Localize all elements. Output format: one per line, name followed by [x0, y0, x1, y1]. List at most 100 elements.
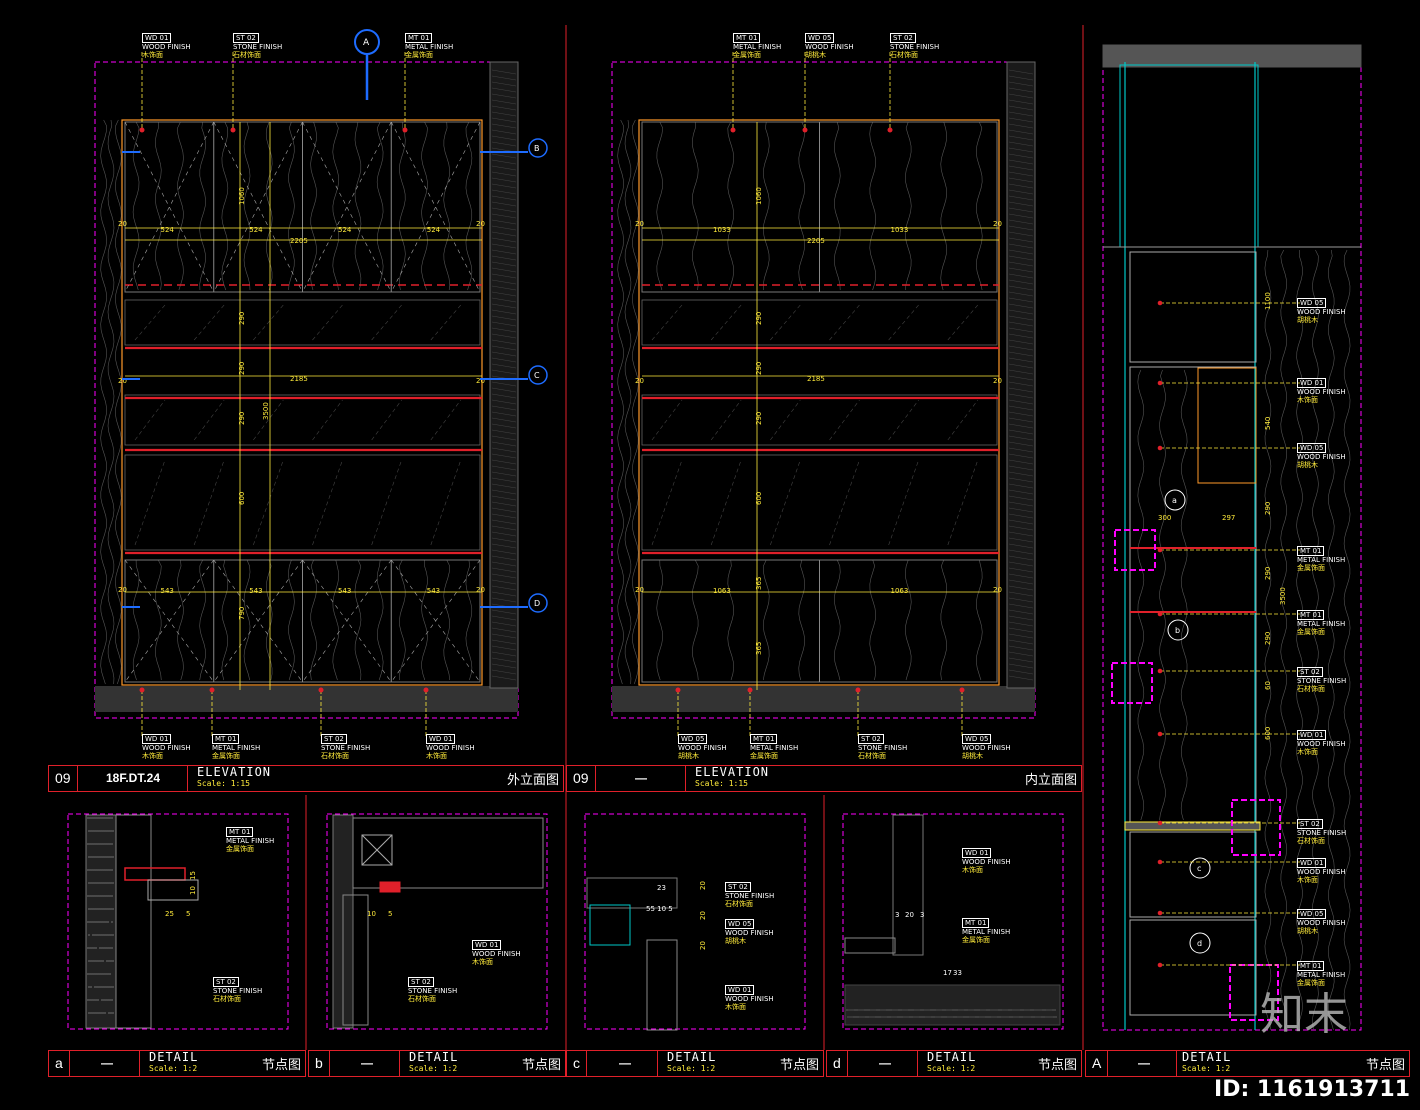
sheet-id: 09	[567, 766, 596, 791]
concrete-dot	[1036, 1009, 1038, 1011]
dim-text: 20	[993, 220, 1002, 228]
wood-panel	[342, 894, 369, 1026]
wall-hatch	[1008, 207, 1034, 213]
wall-hatch	[491, 573, 517, 579]
concrete-dot	[87, 947, 89, 949]
wall-hatch	[491, 345, 517, 351]
sheet-title-cn: 节点图	[1037, 1058, 1077, 1073]
detail-callout	[1167, 619, 1189, 641]
tag-name: METAL FINISH	[226, 837, 275, 845]
sheet-title-cn: 节点图	[779, 1058, 819, 1073]
concrete-dot	[997, 1016, 999, 1018]
tag-name: STONE FINISH	[890, 43, 940, 51]
concrete-dot	[111, 921, 113, 923]
tag-code: WD 01	[1297, 730, 1327, 740]
wall-hatch	[1008, 321, 1034, 327]
concrete-dot	[984, 1009, 986, 1011]
dim-text: 1060	[755, 187, 763, 205]
wall-hatch	[1008, 225, 1034, 231]
wall-hatch	[491, 591, 517, 597]
sheet-title-cn: 节点图	[1365, 1058, 1405, 1073]
wall-hatch	[1008, 627, 1034, 633]
concrete-dot	[95, 895, 97, 897]
wall-hatch	[1008, 411, 1034, 417]
concrete-dot	[97, 843, 99, 845]
tag-code: MT 01	[405, 33, 433, 43]
concrete-dot	[944, 1009, 946, 1011]
detail-boundary	[1114, 529, 1156, 571]
sheet-scale: Scale: 1:2	[927, 1064, 976, 1073]
concrete-dot	[994, 1009, 996, 1011]
concrete-dot	[884, 1009, 886, 1011]
wall-hatch	[1008, 219, 1034, 225]
concrete-dot	[94, 908, 96, 910]
door-swing	[213, 559, 303, 683]
concrete-dot	[1011, 1016, 1013, 1018]
concrete-dot	[101, 895, 103, 897]
concrete-dot	[981, 1016, 983, 1018]
timber-cross	[361, 834, 393, 866]
concrete-dot	[87, 843, 89, 845]
tag-name: STONE FINISH	[321, 744, 371, 752]
wall-hatch	[1008, 105, 1034, 111]
wall-hatch	[1008, 333, 1034, 339]
concrete-dot	[920, 1009, 922, 1011]
dim-text: 1033	[713, 226, 731, 234]
tag-zh: 石材饰面	[1297, 685, 1325, 693]
tag-zh: 金属饰面	[733, 51, 761, 59]
concrete-dot	[966, 1009, 968, 1011]
wall-hatch	[491, 261, 517, 267]
concrete-dot	[90, 856, 92, 858]
concrete-dot	[1046, 1009, 1048, 1011]
sheet-scale: Scale: 1:2	[667, 1064, 716, 1073]
wood-grain-line	[155, 559, 162, 681]
dim-text: 290	[755, 362, 763, 375]
wall-hatch	[1008, 609, 1034, 615]
concrete-dot	[992, 1009, 994, 1011]
sheet-title: DETAIL	[667, 1050, 717, 1064]
concrete-dot	[111, 999, 113, 1001]
concrete-dot	[111, 843, 113, 845]
wood-grain-line	[199, 121, 206, 291]
concrete-dot	[854, 1009, 856, 1011]
concrete-dot	[110, 1012, 112, 1014]
concrete-dot	[94, 830, 96, 832]
concrete-dot	[90, 830, 92, 832]
wood-grain-line	[288, 559, 295, 681]
sheet-title: DETAIL	[927, 1050, 977, 1064]
concrete-dot	[107, 817, 109, 819]
concrete-dot	[98, 960, 100, 962]
dim-text: 55 10 5	[646, 905, 673, 913]
tag-zh: 木饰面	[426, 752, 447, 760]
stone-edge	[844, 937, 896, 954]
wall-hatch	[1008, 75, 1034, 81]
dim-text: 543	[427, 587, 440, 595]
tag-code: WD 05	[1297, 298, 1327, 308]
wall-hatch	[491, 561, 517, 567]
dim-text: 365	[755, 577, 763, 590]
concrete-dot	[96, 882, 98, 884]
stone-vein	[193, 399, 225, 441]
concrete-dot	[972, 1009, 974, 1011]
wall-hatch	[1008, 573, 1034, 579]
stone-vein	[430, 304, 462, 341]
concrete-dot	[937, 1016, 939, 1018]
leader-dot	[675, 687, 681, 693]
concrete-dot	[92, 830, 94, 832]
dim-text: 290	[755, 412, 763, 425]
concrete-dot	[110, 882, 112, 884]
wall-hatch	[1008, 633, 1034, 639]
wall-hatch	[491, 177, 517, 183]
wood-grain-line	[399, 121, 406, 291]
section-marker	[528, 365, 548, 385]
stone-vein	[710, 399, 742, 441]
wall-hatch	[1008, 93, 1034, 99]
tag-code: ST 02	[408, 977, 434, 987]
concrete-dot	[963, 1016, 965, 1018]
leader-dot	[1157, 859, 1163, 865]
leader-dot	[1157, 962, 1163, 968]
